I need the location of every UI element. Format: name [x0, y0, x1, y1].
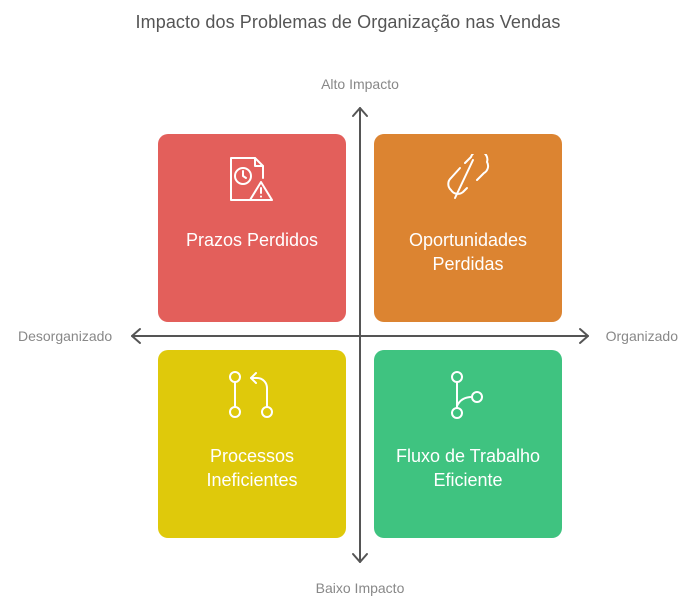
diagram-title: Impacto dos Problemas de Organização nas… [135, 12, 561, 32]
pull-request-icon [229, 371, 273, 418]
branch-icon [451, 371, 483, 419]
arrow-down-icon [352, 553, 368, 563]
arrow-up-icon [352, 107, 368, 117]
axis-label-bottom: Baixo Impacto [315, 580, 405, 596]
axis-label-left: Desorganizado [18, 328, 113, 344]
quadrant-label: Fluxo de Trabalho Eficiente [395, 446, 541, 490]
arrow-left-icon [131, 328, 141, 344]
quadrant-processos-ineficientes: Processos Ineficientes [158, 350, 346, 538]
axis-label-top: Alto Impacto [321, 76, 399, 92]
quadrant-fluxo-eficiente: Fluxo de Trabalho Eficiente [374, 350, 562, 538]
arrow-right-icon [579, 328, 589, 344]
quadrant-prazos-perdidos: Prazos Perdidos [158, 134, 346, 322]
broken-link-icon [447, 154, 490, 199]
quadrant-label: Processos Ineficientes [206, 446, 298, 490]
quadrant-label: Prazos Perdidos [185, 230, 319, 250]
axis-label-right: Organizado [605, 328, 678, 344]
quadrant-oportunidades-perdidas: Oportunidades Perdidas [374, 134, 562, 322]
document-clock-warning-icon [230, 157, 273, 201]
quadrant-label: Oportunidades Perdidas [408, 230, 528, 274]
